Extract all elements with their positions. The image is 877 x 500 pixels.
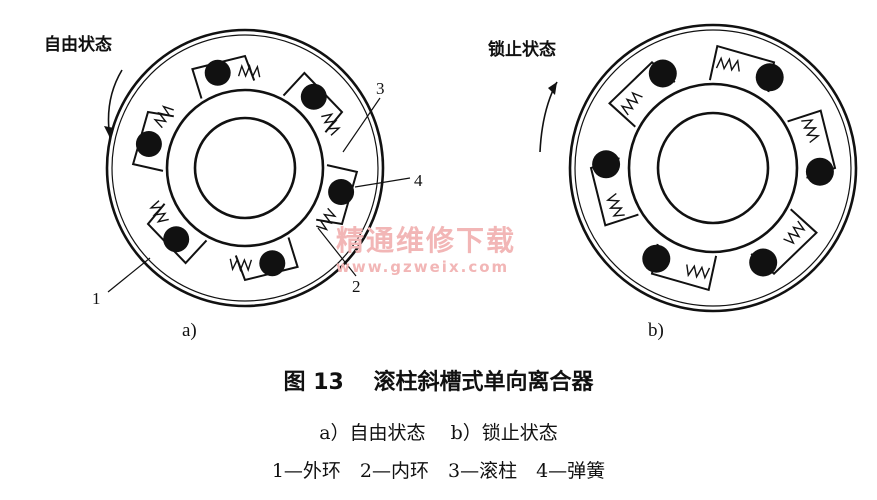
roller xyxy=(135,131,162,157)
spring xyxy=(229,257,253,273)
roller xyxy=(648,59,677,88)
roller xyxy=(805,157,834,186)
figure-subcaption: a）自由状态 b）锁止状态 xyxy=(319,422,558,444)
roller xyxy=(163,226,190,253)
spring xyxy=(686,264,711,280)
diagram-b-sublabel: b) xyxy=(648,320,664,341)
watermark-url: www.gzweix.com xyxy=(336,258,509,276)
ramp-slots-b xyxy=(589,44,837,292)
spring xyxy=(620,91,643,116)
spring xyxy=(316,207,337,231)
part-number-1: 1 xyxy=(92,289,101,308)
spring xyxy=(149,200,169,223)
roller xyxy=(300,83,327,110)
figure-title: 图 13 滚柱斜槽式单向离合器 xyxy=(283,370,594,395)
roller xyxy=(749,248,778,277)
diagram-lock-state xyxy=(568,23,858,313)
outer-ring-a xyxy=(105,28,385,308)
spring xyxy=(321,113,341,136)
spring xyxy=(715,56,740,72)
free-state-label: 自由状态 xyxy=(44,34,112,55)
roller xyxy=(755,63,784,92)
callout-3: 3 xyxy=(342,79,385,153)
callout-4: 4 xyxy=(354,171,423,190)
spring xyxy=(801,119,821,144)
lock-state-label: 锁止状态 xyxy=(488,39,556,60)
rotation-arrow-b-head xyxy=(548,82,557,95)
roller xyxy=(592,150,621,179)
outer-ring-b xyxy=(568,23,858,313)
part-number-3: 3 xyxy=(376,79,385,98)
rollers-b xyxy=(592,59,834,277)
spring xyxy=(237,63,261,79)
spring xyxy=(783,220,806,245)
roller xyxy=(642,244,671,273)
part-number-4: 4 xyxy=(414,171,423,190)
spring xyxy=(605,192,625,217)
rotation-arrow-a-head xyxy=(104,126,114,138)
callout-2: 2 xyxy=(317,227,361,296)
callout-1: 1 xyxy=(92,257,151,308)
rollers-a xyxy=(135,59,355,277)
inner-ring-b xyxy=(627,82,799,254)
roller xyxy=(259,250,286,277)
springs-b xyxy=(605,56,821,280)
diagram-free-state xyxy=(105,28,385,308)
diagram-a-sublabel: a) xyxy=(182,320,197,341)
roller xyxy=(204,59,231,86)
spring xyxy=(153,105,174,129)
inner-ring-a xyxy=(165,88,325,248)
figure-legend: 1—外环 2—内环 3—滚柱 4—弹簧 xyxy=(271,460,606,482)
roller xyxy=(328,179,355,205)
watermark-text: 精通维修下载 xyxy=(336,224,516,257)
part-number-2: 2 xyxy=(352,277,361,296)
springs-a xyxy=(149,63,341,273)
